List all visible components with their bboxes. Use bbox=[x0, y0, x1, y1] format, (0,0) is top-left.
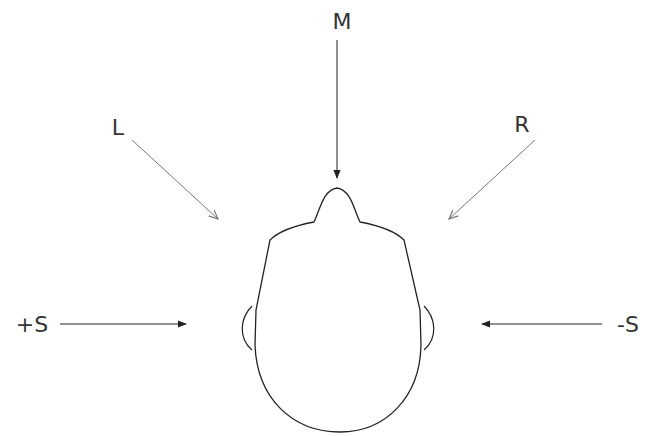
direction-label: L bbox=[112, 117, 124, 139]
direction-arrow bbox=[132, 140, 218, 219]
left-ear bbox=[242, 306, 252, 350]
direction-arrow bbox=[482, 324, 602, 325]
direction-label: M bbox=[333, 11, 352, 33]
direction-arrow bbox=[449, 140, 535, 219]
head-outline bbox=[255, 188, 421, 432]
direction-label: R bbox=[514, 114, 529, 136]
direction-label: -S bbox=[617, 314, 639, 336]
direction-arrow bbox=[60, 324, 186, 325]
direction-label: +S bbox=[16, 314, 48, 336]
right-ear bbox=[424, 306, 434, 350]
direction-arrow bbox=[337, 40, 338, 178]
